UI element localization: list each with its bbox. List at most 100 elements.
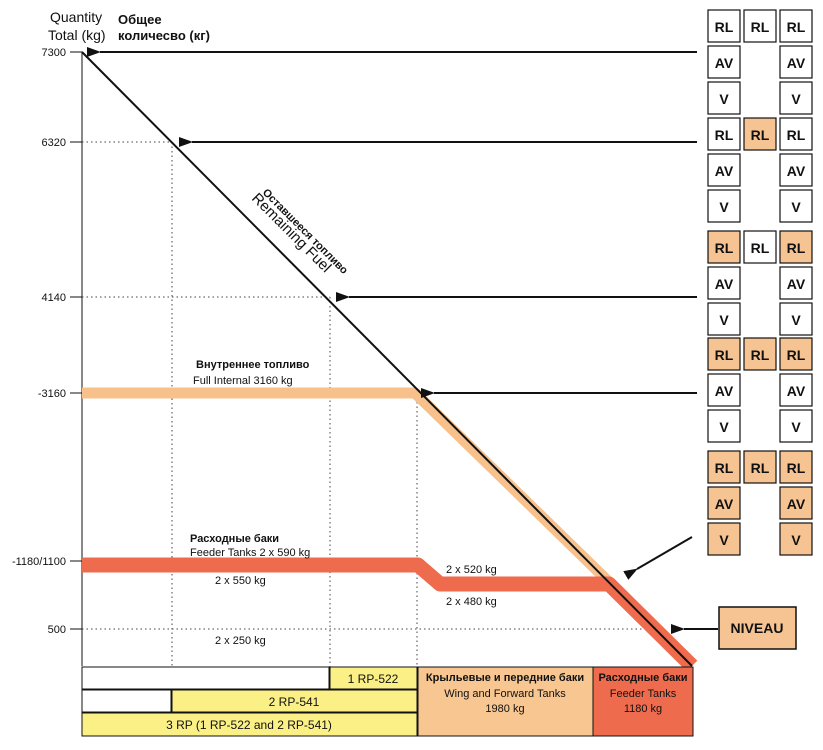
tank-g3-av-right-label: AV: [787, 276, 806, 292]
bar-wing-forward: [417, 666, 594, 737]
tank-g3-av-left-label: AV: [715, 276, 734, 292]
axis-title-en-2: Total (kg): [48, 27, 106, 43]
internal-en-label: Full Internal 3160 kg: [193, 375, 293, 387]
feeder-left-value: 2 x 550 kg: [215, 575, 266, 587]
tank-g3-rl-left-box: [707, 230, 741, 264]
tank-g2-v-right-box: [779, 189, 813, 223]
tank-g2-rl-left-box: [707, 117, 741, 151]
wing-val-label: 1980 kg: [485, 703, 524, 715]
tank-g1-av-right-box: [779, 45, 813, 79]
feeder-ru-label: Расходные баки: [190, 533, 279, 545]
tank-g3-v-left-box: [707, 302, 741, 336]
tank-g5-rl-right-label: RL: [787, 460, 806, 476]
tank-g1-av-left-label: AV: [715, 55, 734, 71]
feeder-val-bar-label: 1180 kg: [624, 703, 662, 715]
tank-g1-v-left-label: V: [719, 91, 729, 107]
dotted-guides: [82, 141, 655, 698]
tank-g5-rl-right-box: [779, 450, 813, 484]
tank-g1-v-right-label: V: [791, 91, 801, 107]
tank-g1-rl-center-label: RL: [751, 19, 770, 35]
tick-label-6320: 6320: [42, 137, 66, 149]
tank-g2-av-right-box: [779, 153, 813, 187]
tank-g2-v-left-box: [707, 189, 741, 223]
bar-feeder: [592, 666, 694, 737]
bottom-bar: [81, 666, 694, 737]
tank-g3-rl-left-label: RL: [715, 240, 734, 256]
tank-g5-av-left-box: [707, 486, 741, 520]
tick-label-4140: 4140: [42, 292, 66, 304]
bar-row2-empty: [81, 689, 172, 713]
internal-fuel-band: [82, 387, 615, 588]
tank-g4-v-left-box: [707, 409, 741, 443]
level-500-label: 2 x 250 kg: [215, 635, 266, 647]
tick-label-1180: -1180/1100: [12, 556, 66, 568]
feeder-upper-right: 2 x 520 kg: [446, 564, 497, 576]
tank-g3-rl-right-box: [779, 230, 813, 264]
tank-g3-rl-center-box: [743, 230, 777, 264]
tank-g4-rl-left-box: [707, 337, 741, 371]
tank-g2-v-right-label: V: [791, 199, 801, 215]
tank-g5-v-right-box: [779, 522, 813, 556]
arrow-feeder-diagonal: [623, 536, 693, 580]
bar-rp522-label: 1 RP-522: [348, 672, 399, 686]
tank-g5-rl-left-box: [707, 450, 741, 484]
tank-g5-v-left-box: [707, 522, 741, 556]
tank-g1-rl-center-box: [743, 9, 777, 43]
feeder-en-bar-label: Feeder Tanks: [610, 688, 677, 700]
bar-rp541: [171, 689, 418, 713]
bar-rp3: [81, 712, 418, 737]
tank-groups: RL RL RL AV AV V V RL RL RL AV AV V V RL RL RL AV AV V V RL RL…: [707, 9, 813, 556]
tank-g3-v-right-label: V: [791, 312, 801, 328]
tank-g2-av-right-label: AV: [787, 163, 806, 179]
tank-g3-rl-center-label: RL: [751, 240, 770, 256]
bar-rp522: [329, 666, 418, 690]
tank-g5-av-left-label: AV: [715, 496, 734, 512]
tank-g3-av-left-box: [707, 266, 741, 300]
niveau-label: NIVEAU: [731, 620, 784, 636]
tank-g3-av-right-box: [779, 266, 813, 300]
tank-g4-rl-center-label: RL: [751, 347, 770, 363]
tank-g5-v-left-label: V: [719, 532, 729, 548]
niveau-box: [718, 606, 797, 650]
tick-label-7300: 7300: [42, 47, 66, 59]
tank-g1-av-left-box: [707, 45, 741, 79]
tank-g3-v-left-label: V: [719, 312, 729, 328]
tank-g2-rl-left-label: RL: [715, 127, 734, 143]
tank-g5-av-right-label: AV: [787, 496, 806, 512]
tank-g1-v-left-box: [707, 81, 741, 115]
feeder-lower-right: 2 x 480 kg: [446, 596, 497, 608]
axis-title-en-1: Quantity: [50, 9, 102, 25]
tank-g3-rl-right-label: RL: [787, 240, 806, 256]
remaining-fuel-ru: Оставшееся топливо: [260, 187, 350, 277]
tank-g2-av-left-label: AV: [715, 163, 734, 179]
tank-g1-rl-right-label: RL: [787, 19, 806, 35]
tank-g4-av-left-label: AV: [715, 383, 734, 399]
remaining-fuel-line: [81, 51, 693, 667]
tank-g5-v-right-label: V: [791, 532, 801, 548]
tank-g2-rl-center-box: [743, 117, 777, 151]
feeder-fuel-band: [82, 557, 698, 672]
tank-g4-av-right-box: [779, 373, 813, 407]
axis-title-ru-1: Общее: [118, 12, 162, 27]
tank-g2-v-left-label: V: [719, 199, 729, 215]
tank-g4-rl-center-box: [743, 337, 777, 371]
wing-ru-label: Крыльевые и передние баки: [426, 672, 584, 684]
tank-g1-rl-left-label: RL: [715, 19, 734, 35]
tank-g4-av-right-label: AV: [787, 383, 806, 399]
internal-ru-label: Внутреннее топливо: [196, 359, 310, 371]
axis-title-ru-2: количесво (кг): [118, 28, 210, 43]
tank-g5-av-right-box: [779, 486, 813, 520]
tank-g5-rl-left-label: RL: [715, 460, 734, 476]
bar-rp541-label: 2 RP-541: [269, 695, 320, 709]
tank-g2-av-left-box: [707, 153, 741, 187]
tick-label-3160: -3160: [38, 388, 66, 400]
tank-g4-rl-right-label: RL: [787, 347, 806, 363]
tank-g4-rl-right-box: [779, 337, 813, 371]
tick-label-500: 500: [48, 624, 66, 636]
tank-g5-rl-center-label: RL: [751, 460, 770, 476]
tank-g2-rl-right-box: [779, 117, 813, 151]
tank-g1-rl-left-box: [707, 9, 741, 43]
bar-row1-empty: [81, 666, 330, 690]
tank-g5-rl-center-box: [743, 450, 777, 484]
y-axis-ticks: [70, 51, 82, 630]
